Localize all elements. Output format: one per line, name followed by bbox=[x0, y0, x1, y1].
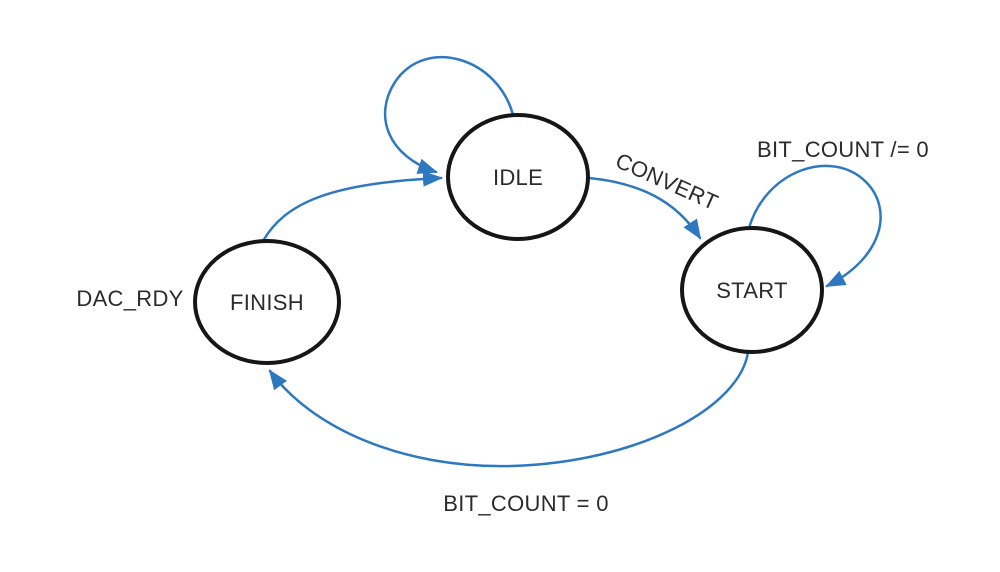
state-label-idle: IDLE bbox=[493, 165, 543, 190]
transition-label-bit-count-not-zero: BIT_COUNT /= 0 bbox=[757, 137, 929, 162]
state-circle-start bbox=[680, 226, 824, 354]
state-label-start: START bbox=[716, 278, 788, 303]
transition-idle-to-start bbox=[587, 176, 702, 240]
state-circle-idle bbox=[446, 113, 590, 241]
state-circle-finish bbox=[193, 239, 341, 365]
transition-label-convert: CONVERT bbox=[612, 148, 722, 215]
transition-finish-to-idle bbox=[261, 170, 443, 243]
transition-label-dac-rdy: DAC_RDY bbox=[76, 286, 183, 311]
transition-label-bit-count-zero: BIT_COUNT = 0 bbox=[443, 491, 608, 516]
state-label-finish: FINISH bbox=[230, 290, 304, 315]
transition-start-self-loop bbox=[747, 164, 882, 288]
transition-idle-self-loop bbox=[383, 55, 515, 174]
transition-start-to-finish bbox=[268, 350, 750, 468]
